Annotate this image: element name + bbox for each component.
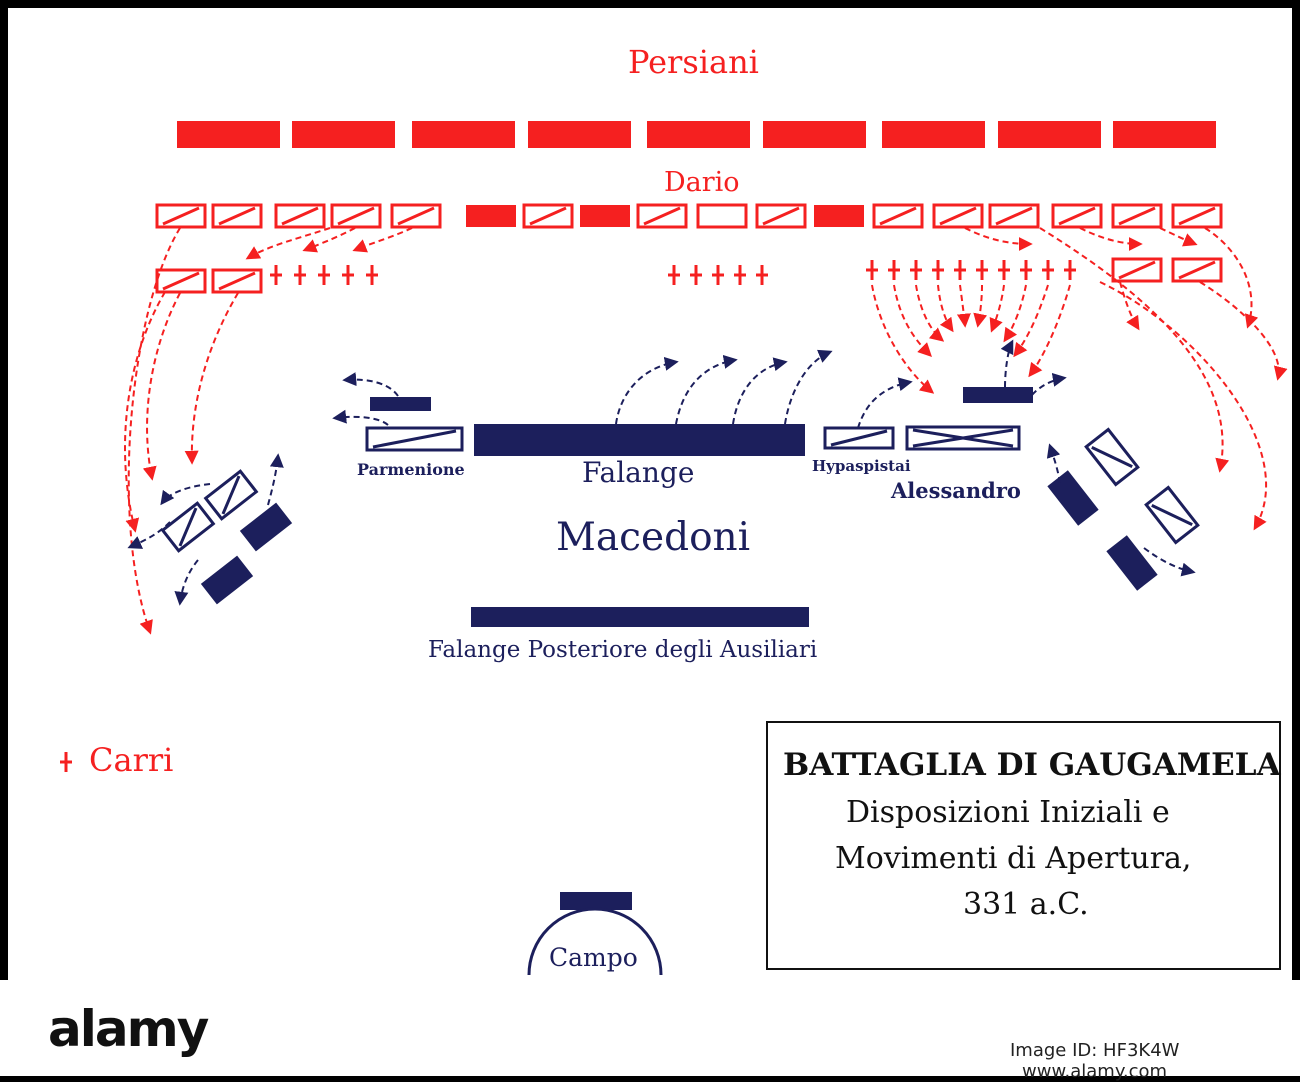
persian-front-line xyxy=(177,121,1216,148)
legend-line-3: 331 a.C. xyxy=(963,887,1089,922)
legend-title: BATTAGLIA DI GAUGAMELA xyxy=(783,747,1281,783)
stock-footer xyxy=(0,980,1300,1076)
watermark-logo: alamy xyxy=(48,1000,209,1058)
camp-label: Campo xyxy=(549,943,638,972)
camp-dome xyxy=(527,907,663,976)
chariots-legend-label: Carri xyxy=(89,741,174,779)
alexander-label: Alessandro xyxy=(891,478,1021,503)
legend-box xyxy=(766,721,1281,970)
macedonian-movement-arrows xyxy=(127,339,1196,606)
site-url: www.alamy.com xyxy=(1022,1061,1168,1082)
macedonian-units-cavalry xyxy=(160,425,1200,553)
persian-movement-arrows xyxy=(124,227,1288,635)
darius-label: Dario xyxy=(664,167,740,198)
rear-phalanx-label: Falange Posteriore degli Ausiliari xyxy=(428,637,818,663)
persian-cavalry-line xyxy=(155,203,1223,294)
phalanx-label: Falange xyxy=(582,456,695,489)
persian-chariots xyxy=(60,260,1076,772)
legend-line-2: Movimenti di Apertura, xyxy=(835,841,1192,876)
persian-infantry-blocks xyxy=(466,205,864,227)
parmenion-label: Parmenione xyxy=(357,460,465,479)
macedonians-title: Macedoni xyxy=(556,515,751,560)
legend-line-1: Disposizioni Iniziali e xyxy=(846,795,1170,830)
persians-title: Persiani xyxy=(628,43,759,81)
macedonian-units-solid xyxy=(200,387,1158,910)
hypaspists-label: Hypaspistai xyxy=(812,457,911,475)
image-id: Image ID: HF3K4W xyxy=(1010,1040,1180,1061)
